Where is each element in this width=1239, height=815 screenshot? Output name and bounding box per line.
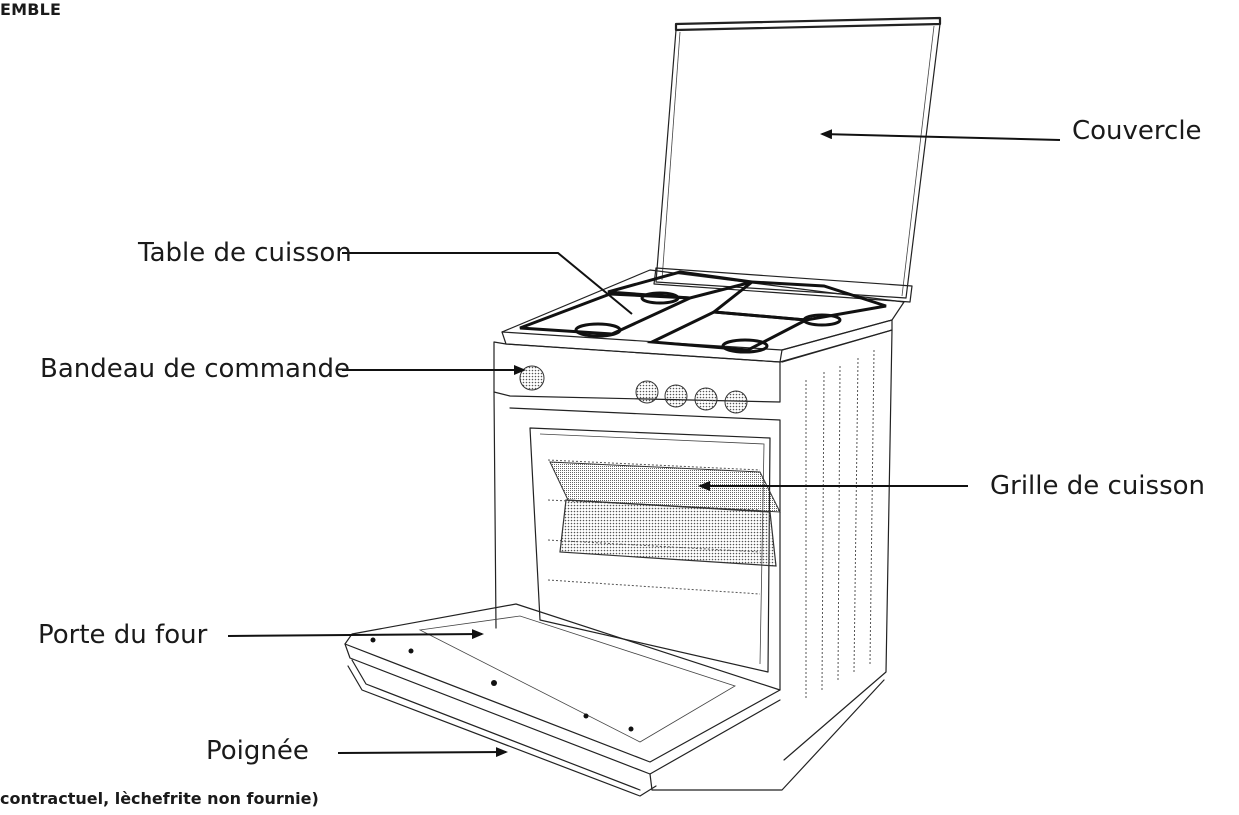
label-bandeau-de-commande: Bandeau de commande	[40, 354, 350, 384]
leader-porte	[227, 629, 484, 640]
grill-rack-drawing	[549, 461, 781, 513]
lid-drawing	[653, 16, 942, 303]
side-panel-drawing	[779, 329, 893, 761]
label-porte-du-four: Porte du four	[38, 620, 208, 650]
handle-drawing	[347, 659, 657, 797]
drip-pan-drawing	[559, 499, 777, 567]
label-table-de-cuisson: Table de cuisson	[138, 238, 352, 268]
figure-caption: contractuel, lèchefrite non fournie)	[0, 789, 319, 808]
hob-drawing	[501, 269, 905, 363]
oven-door-drawing	[344, 603, 781, 775]
leader-table	[342, 252, 633, 315]
label-couvercle: Couvercle	[1072, 116, 1202, 146]
leader-couvercle	[820, 129, 1061, 141]
label-poignee: Poignée	[206, 736, 309, 766]
leader-poignee	[337, 747, 508, 758]
plinth-drawing	[649, 679, 885, 791]
label-grille-de-cuisson: Grille de cuisson	[990, 471, 1206, 501]
section-heading: EMBLE	[0, 0, 62, 19]
